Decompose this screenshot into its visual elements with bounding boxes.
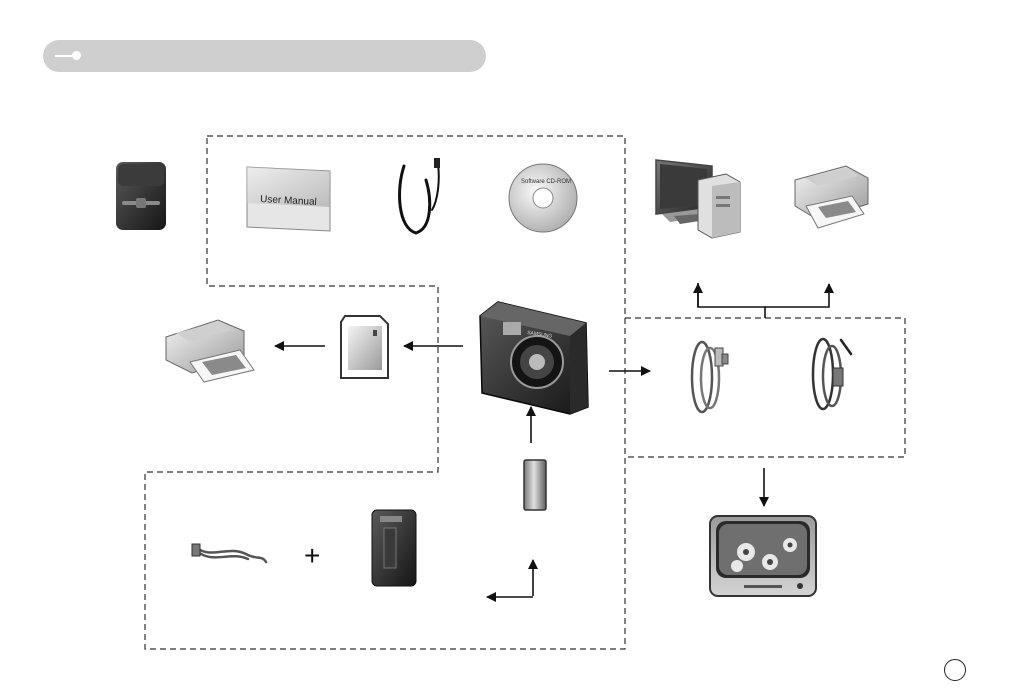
page-number-circle	[944, 659, 966, 681]
printer-left-icon	[166, 320, 254, 382]
plus-sign: +	[304, 540, 320, 571]
printer-top-icon	[795, 166, 868, 228]
camera-case-icon	[116, 162, 166, 230]
usb-cable-icon	[692, 342, 728, 412]
av-cable-icon	[813, 339, 851, 409]
battery-icon	[524, 460, 546, 510]
battery-charger-icon	[372, 510, 416, 586]
user-manual-icon: User Manual	[247, 167, 330, 231]
camera-icon: SAMSUNG	[480, 302, 588, 414]
tv-icon	[710, 516, 816, 596]
computer-icon	[656, 160, 740, 238]
ac-cord-icon	[192, 544, 266, 562]
software-cd-icon: Software CD-ROM	[509, 164, 577, 232]
cd-label: Software CD-ROM	[521, 179, 571, 185]
wrist-strap-icon	[400, 158, 440, 233]
memory-card-icon	[341, 316, 388, 378]
cable-branch-connector	[698, 283, 765, 318]
